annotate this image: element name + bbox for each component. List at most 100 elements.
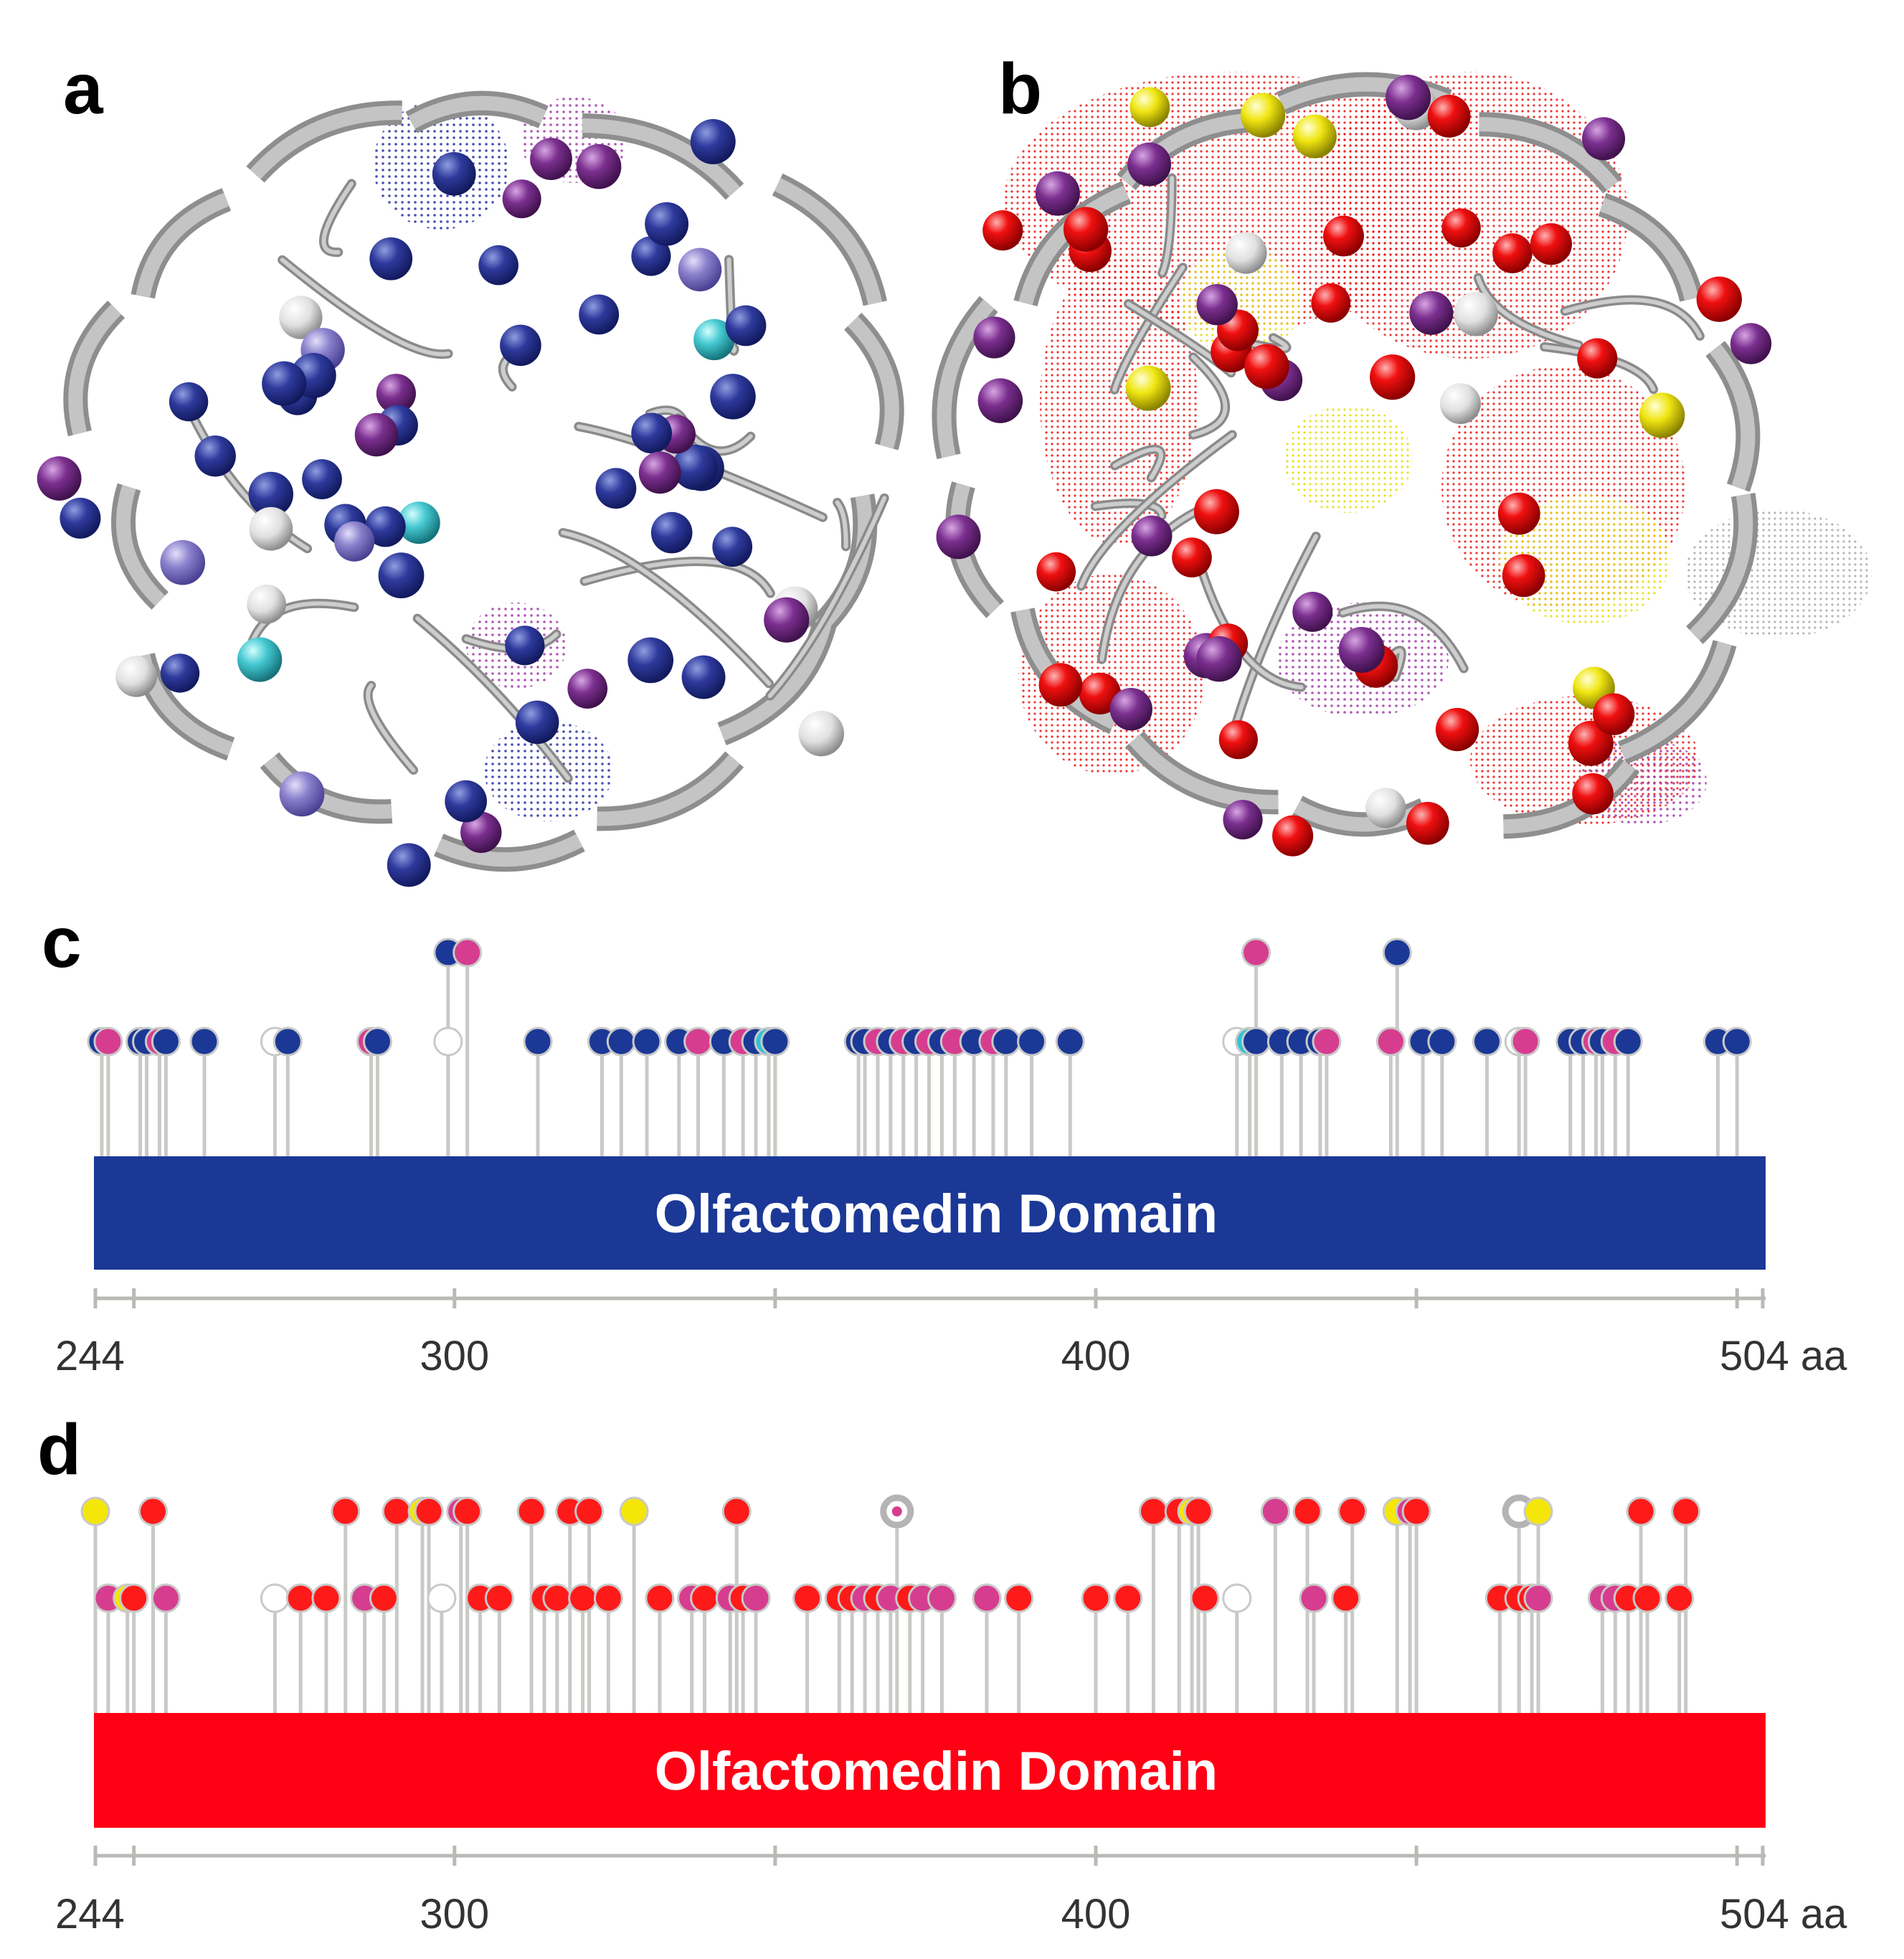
loop-tube-highlight xyxy=(1099,501,1217,662)
residue-sphere xyxy=(1497,492,1540,535)
variant-marker xyxy=(414,1496,444,1526)
variant-marker xyxy=(792,1583,823,1613)
residue-sphere xyxy=(712,527,753,567)
residue-sphere xyxy=(650,511,693,554)
variant-marker xyxy=(1472,1026,1502,1057)
variant-marker xyxy=(574,1496,605,1526)
residue-sphere xyxy=(725,305,767,346)
variant-marker xyxy=(1312,1026,1342,1057)
variant-marker xyxy=(593,1583,623,1613)
residue-sphere xyxy=(1435,707,1479,752)
residue-sphere xyxy=(460,811,502,854)
residue-sphere xyxy=(1385,75,1431,121)
variant-marker xyxy=(991,1026,1021,1057)
residue-sphere xyxy=(1311,283,1351,323)
variant-marker xyxy=(1138,1496,1168,1526)
residue-sphere xyxy=(505,626,545,666)
variant-marker xyxy=(453,938,483,968)
beta-strand-highlight xyxy=(937,299,995,458)
tick-label: 504 aa xyxy=(1720,1333,1847,1379)
residue-sphere xyxy=(1223,800,1263,840)
residue-sphere xyxy=(1409,291,1454,335)
variant-marker xyxy=(80,1496,110,1526)
residue-sphere xyxy=(530,138,572,181)
variant-marker xyxy=(1190,1583,1220,1613)
variant-marker xyxy=(523,1026,553,1057)
residue-sphere xyxy=(1109,688,1152,731)
residue-sphere xyxy=(1225,232,1267,274)
residue-sphere xyxy=(1292,114,1337,159)
residue-sphere xyxy=(1696,276,1742,322)
residue-sphere xyxy=(502,179,541,219)
residue-sphere xyxy=(302,459,342,499)
tick-label: 400 xyxy=(1061,1333,1131,1379)
variant-marker xyxy=(1222,1583,1252,1613)
residue-sphere xyxy=(1063,207,1109,252)
beta-strand-highlight xyxy=(1503,760,1636,834)
loop-tube-highlight xyxy=(1160,176,1175,275)
residue-sphere xyxy=(1036,552,1076,592)
beta-strand xyxy=(772,173,887,306)
variant-marker xyxy=(369,1583,399,1613)
residue-sphere xyxy=(576,143,622,189)
tick-label: 300 xyxy=(420,1891,489,1937)
beta-strand-highlight xyxy=(250,105,402,179)
protein-structure-b xyxy=(932,72,1872,856)
beta-strand xyxy=(1617,640,1737,765)
variant-marker xyxy=(1055,1026,1085,1057)
residue-sphere xyxy=(977,378,1023,423)
tick-label: 400 xyxy=(1061,1891,1131,1937)
variant-marker xyxy=(260,1583,290,1613)
loop-tube-highlight xyxy=(415,616,571,780)
residue-sphere xyxy=(237,637,283,682)
tick-label: 504 aa xyxy=(1720,1891,1847,1937)
dot-surface xyxy=(1180,247,1302,355)
variant-marker xyxy=(1331,1583,1361,1613)
residue-sphere xyxy=(1530,223,1573,265)
beta-strand-highlight xyxy=(1619,641,1732,760)
residue-sphere xyxy=(798,710,845,757)
variant-marker xyxy=(93,1026,123,1057)
variant-marker xyxy=(382,1496,412,1526)
variant-marker xyxy=(311,1583,341,1613)
variant-marker xyxy=(516,1496,546,1526)
loop-tube-highlight xyxy=(1112,447,1163,480)
residue-sphere xyxy=(672,444,718,491)
residue-sphere xyxy=(1272,815,1314,856)
residue-sphere xyxy=(1338,627,1385,673)
panel-label-a: a xyxy=(63,49,104,129)
domain-label: Olfactomedin Domain xyxy=(655,1184,1218,1245)
residue-sphere xyxy=(631,236,671,276)
residue-sphere xyxy=(1240,93,1286,138)
residue-sphere xyxy=(376,374,416,414)
residue-sphere xyxy=(169,382,209,422)
beta-strand-highlight xyxy=(1689,494,1753,641)
domain-bar xyxy=(94,1156,1766,1270)
residue-sphere xyxy=(982,210,1023,251)
variant-marker xyxy=(151,1583,181,1613)
residue-sphere xyxy=(627,637,674,684)
residue-sphere xyxy=(631,412,673,454)
residue-sphere xyxy=(279,771,325,817)
loop-tube xyxy=(579,557,775,598)
variant-marker xyxy=(1375,1026,1406,1057)
variant-marker xyxy=(1004,1583,1034,1613)
residue-sphere xyxy=(1292,591,1333,632)
loop-tube-highlight xyxy=(1476,275,1581,348)
variant-marker xyxy=(1081,1583,1111,1613)
beta-strand-highlight xyxy=(136,192,229,298)
variant-marker xyxy=(683,1026,714,1057)
residue-sphere xyxy=(1582,117,1626,161)
variant-marker-core xyxy=(891,1506,902,1516)
variant-marker xyxy=(1299,1583,1329,1613)
beta-strand-highlight xyxy=(68,304,122,435)
residue-sphere xyxy=(693,318,735,361)
variant-marker xyxy=(362,1026,392,1057)
residue-sphere xyxy=(194,435,236,477)
beta-strand-highlight xyxy=(719,622,832,741)
residue-sphere xyxy=(369,237,413,280)
loop-tube-highlight xyxy=(1563,298,1702,339)
residue-sphere xyxy=(1370,354,1416,400)
